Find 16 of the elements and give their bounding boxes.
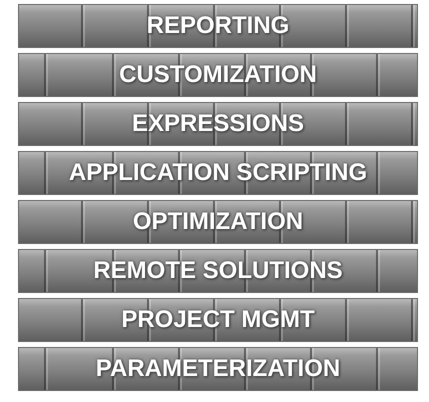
stack-layer [18,249,418,293]
layer-label: PROJECT MGMT [121,306,315,334]
layer-label: REMOTE SOLUTIONS [93,257,343,285]
stack-layer [18,102,418,146]
stack-layer [18,298,418,342]
stack-layer [18,53,418,97]
stack-layer [18,200,418,244]
stack-layer [18,347,418,391]
layer-label: CUSTOMIZATION [119,61,317,89]
layer-label: REPORTING [146,12,290,40]
stack-layer [18,151,418,195]
layer-label: PARAMETERIZATION [96,355,340,383]
layer-label: APPLICATION SCRIPTING [68,159,368,187]
layer-label: OPTIMIZATION [132,208,304,236]
stack-layer [18,4,418,48]
layer-label: EXPRESSIONS [132,110,304,138]
